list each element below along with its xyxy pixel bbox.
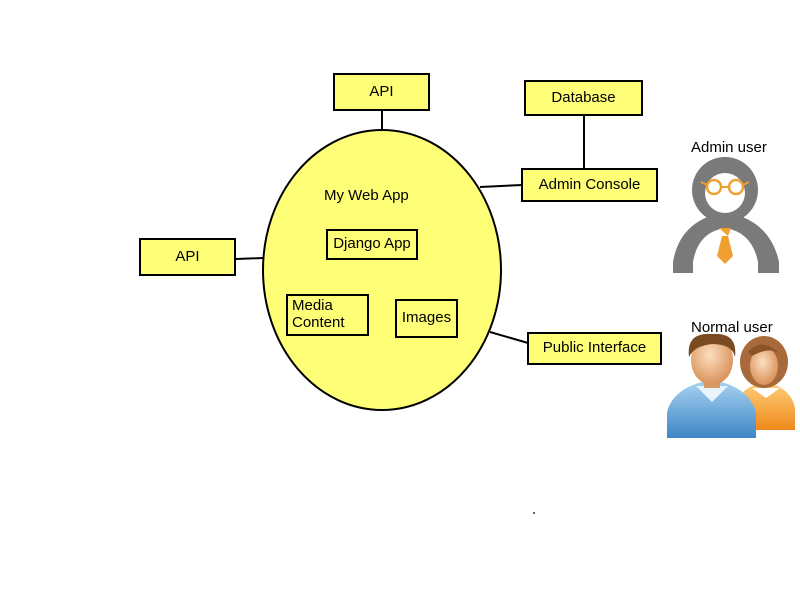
images-box: Images [395,299,458,338]
admin-console-label: Admin Console [538,175,641,193]
admin-user-icon [673,157,779,273]
connector-api-left [235,257,264,260]
public-interface-label: Public Interface [542,339,647,357]
database-label: Database [551,88,616,106]
media-content-box: Media Content [286,294,369,336]
connector-lines [235,111,585,344]
normal-user-label: Normal user [691,319,773,336]
app-title: My Web App [324,187,409,204]
normal-users-icon [667,333,795,438]
database-box: Database [524,80,643,116]
django-app-box: Django App [326,229,418,260]
api-left-box: API [139,238,236,276]
django-app-label: Django App [333,235,411,253]
connector-admin-console [479,184,523,188]
public-interface-box: Public Interface [527,332,662,365]
admin-user-label: Admin user [691,139,767,156]
admin-console-box: Admin Console [521,168,658,202]
api-top-box: API [333,73,430,111]
media-content-label: Media Content [292,297,345,331]
api-left-label: API [175,247,200,265]
web-app-ellipse [262,129,502,411]
stray-dot [533,512,535,514]
connector-public-interface [489,331,529,344]
images-label: Images [401,309,452,327]
api-top-label: API [369,82,394,100]
